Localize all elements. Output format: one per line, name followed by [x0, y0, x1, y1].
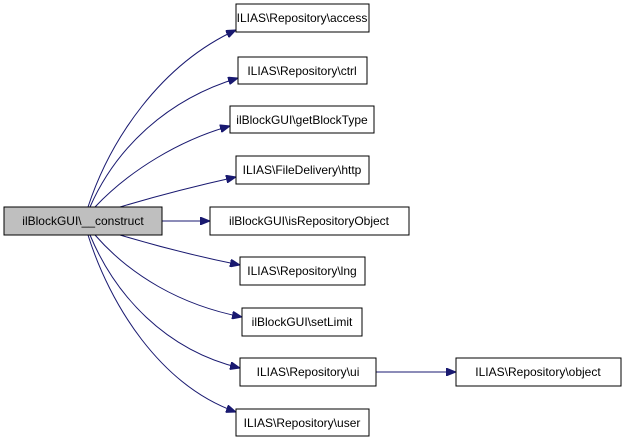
node-setlimit-label: ilBlockGUI\setLimit — [252, 315, 353, 329]
node-repository-lng[interactable]: ILIAS\Repository\lng — [239, 256, 366, 286]
edge-root-to-ui — [89, 234, 240, 368]
node-repository-ctrl-box — [237, 56, 368, 85]
node-repository-user-box — [235, 408, 370, 437]
edge-root-to-setlimit — [94, 234, 242, 317]
node-filedelivery-http-label: ILIAS\FileDelivery\http — [243, 163, 362, 177]
node-repository-ui-label: ILIAS\Repository\ui — [257, 365, 360, 379]
node-repository-ctrl-label: ILIAS\Repository\ctrl — [247, 64, 356, 78]
node-isrepositoryobject[interactable]: ilBlockGUI\isRepositoryObject — [209, 206, 410, 236]
node-repository-object-box — [455, 357, 622, 387]
node-repository-object-label: ILIAS\Repository\object — [475, 365, 601, 379]
node-repository-ui-box — [239, 357, 377, 387]
node-setlimit[interactable]: ilBlockGUI\setLimit — [241, 307, 363, 337]
node-filedelivery-http-box — [235, 155, 370, 185]
node-repository-ui[interactable]: ILIAS\Repository\ui — [239, 357, 377, 387]
node-repository-object[interactable]: ILIAS\Repository\object — [455, 357, 622, 387]
node-root-label: ilBlockGUI\__construct — [22, 214, 144, 228]
node-getblocktype-box — [229, 105, 375, 134]
node-filedelivery-http[interactable]: ILIAS\FileDelivery\http — [235, 155, 370, 185]
edge-root-to-ctrl — [89, 78, 238, 208]
node-repository-ctrl[interactable]: ILIAS\Repository\ctrl — [237, 56, 368, 85]
node-isrepositoryobject-box — [209, 206, 410, 236]
edge-root-to-getblocktype — [94, 126, 230, 208]
edge-root-to-access — [87, 30, 236, 208]
node-root-box — [3, 206, 163, 236]
node-setlimit-box — [241, 307, 363, 337]
node-repository-lng-box — [239, 256, 366, 286]
edge-root-to-http — [119, 177, 236, 208]
node-repository-lng-label: ILIAS\Repository\lng — [247, 264, 356, 278]
node-repository-user[interactable]: ILIAS\Repository\user — [235, 408, 370, 437]
node-repository-access-label: ILIAS\Repository\access — [237, 11, 368, 25]
node-repository-access-box — [235, 3, 370, 33]
node-repository-user-label: ILIAS\Repository\user — [244, 416, 361, 430]
edge-root-to-lng — [119, 234, 240, 265]
node-isrepositoryobject-label: ilBlockGUI\isRepositoryObject — [229, 214, 390, 228]
node-root[interactable]: ilBlockGUI\__construct — [3, 206, 163, 236]
node-getblocktype-label: ilBlockGUI\getBlockType — [236, 113, 368, 127]
node-repository-access[interactable]: ILIAS\Repository\access — [235, 3, 370, 33]
edge-root-to-user — [87, 234, 236, 412]
node-getblocktype[interactable]: ilBlockGUI\getBlockType — [229, 105, 375, 134]
